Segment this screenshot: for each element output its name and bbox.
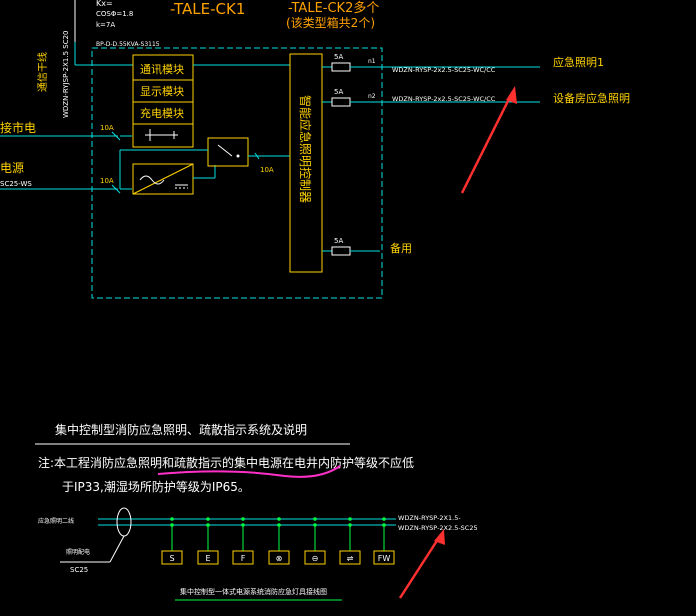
bottom-caption: 集中控制型一体式电源系统消防应急灯具接线图 <box>180 587 327 596</box>
notes-highlight-underline <box>157 465 341 478</box>
luminaire-device-label: ⇌ <box>347 554 354 563</box>
input-breaker-1-rating: 10A <box>100 124 114 132</box>
inverter-box <box>132 163 194 195</box>
module-charge <box>132 101 194 125</box>
circuit-2-cable: WDZN-RYSP-2x2.5-SC25-WC/CC <box>392 95 496 103</box>
k-label: k=7A <box>96 21 115 29</box>
box1-title: -TALE-CK1 <box>170 0 245 18</box>
output-circuit-spare: 5A 备用 <box>322 237 412 256</box>
luminaire-device: E <box>197 517 219 565</box>
distribution-box-outline <box>91 47 383 299</box>
notes-heading: 集中控制型消防应急照明、疏散指示系统及说明 <box>55 422 307 437</box>
cable-bundle-mark <box>116 507 132 537</box>
luminaire-devices: S E F ⊗ ⊖ ⇌ FW <box>161 517 395 565</box>
battery-symbol <box>145 129 178 141</box>
input-breaker-1: 10A <box>100 124 121 141</box>
notes-line-2: 于IP33,潮湿场所防护等级为IP65。 <box>62 479 250 494</box>
ac-wave-symbol <box>139 175 165 185</box>
red-annotation-arrow-bottom <box>398 529 445 599</box>
luminaire-device-label: F <box>241 554 246 563</box>
circuit-1-id: n1 <box>368 58 376 65</box>
circuit-1-breaker: 5A <box>334 53 343 61</box>
bottom-cable-1: WDZN-RYSP-2X1.5- <box>398 514 461 522</box>
output-circuit-2: 5A n2 WDZN-RYSP-2x2.5-SC25-WC/CC 设备房应急照明 <box>322 88 630 107</box>
power-source-2-label: 电源 <box>0 161 24 175</box>
box-model-label: BP-D-D.55KVA-S3115 <box>96 41 160 48</box>
spare-circuit-destination: 备用 <box>390 241 412 255</box>
bus-label: 应急照明二线 <box>38 517 74 525</box>
circuit-2-destination: 设备房应急照明 <box>553 91 630 105</box>
circuit-2-breaker: 5A <box>334 88 343 96</box>
box2-title: -TALE-CK2多个 <box>288 0 379 16</box>
kx-label: Kx= <box>96 0 113 8</box>
bottom-cable-2: WDZN-RYSP-2X2.5-SC25 <box>398 524 478 532</box>
luminaire-device: S <box>161 517 183 565</box>
luminaire-device: ⇌ <box>339 517 361 565</box>
red-annotation-arrow-top <box>460 86 517 194</box>
notes-line-1: 注:本工程消防应急照明和疏散指示的集中电源在电井内防护等级不应低 <box>38 455 414 470</box>
input-breaker-2-rating: 10A <box>100 177 114 185</box>
power-source-1-label: 接市电 <box>0 120 36 135</box>
circuit-2-id: n2 <box>368 93 376 100</box>
circuit-1-cable: WDZN-RYSP-2x2.5-SC25-WC/CC <box>392 66 496 74</box>
left-box-label: 照明配电 <box>66 548 90 556</box>
cos-label: COSΦ=1.8 <box>96 10 133 18</box>
luminaire-device: FW <box>373 517 395 565</box>
luminaire-device: ⊖ <box>304 517 326 565</box>
output-circuit-1: 5A n1 WDZN-RYSP-2x2.5-SC25-WC/CC 应急照明1 <box>322 53 604 74</box>
input-breaker-2: 10A <box>100 177 121 194</box>
module-charge-label: 充电模块 <box>140 106 184 120</box>
box2-subtitle: (该类型箱共2个) <box>286 15 375 30</box>
luminaire-device-label: E <box>205 554 210 563</box>
transfer-switch-box <box>207 137 249 167</box>
circuit-1-destination: 应急照明1 <box>553 55 604 69</box>
intelligent-controller <box>289 53 323 273</box>
luminaire-device-label: S <box>169 554 174 563</box>
module-comm-label: 通讯模块 <box>140 63 184 76</box>
luminaire-device-label: ⊖ <box>312 554 319 563</box>
spare-circuit-breaker: 5A <box>334 237 343 245</box>
luminaire-device: ⊗ <box>268 517 290 565</box>
left-cable-label: SC25 <box>70 566 88 574</box>
luminaire-device-label: ⊗ <box>276 554 283 563</box>
top-parameters: Kx= COSΦ=1.8 k=7A <box>96 0 133 29</box>
luminaire-device-label: FW <box>378 554 391 563</box>
transfer-breaker-rating: 10A <box>260 166 274 174</box>
luminaire-device: F <box>232 517 254 565</box>
comm-trunk-label: 通信干线 <box>36 52 49 92</box>
power-source-2-cable: SC25-WS <box>0 180 32 188</box>
comm-cable-label: WDZN-RYJSP-2X1.5 SC20 <box>62 30 70 118</box>
controller-label: 智能应急照明控制器 <box>298 95 313 203</box>
module-display-label: 显示模块 <box>140 85 184 98</box>
